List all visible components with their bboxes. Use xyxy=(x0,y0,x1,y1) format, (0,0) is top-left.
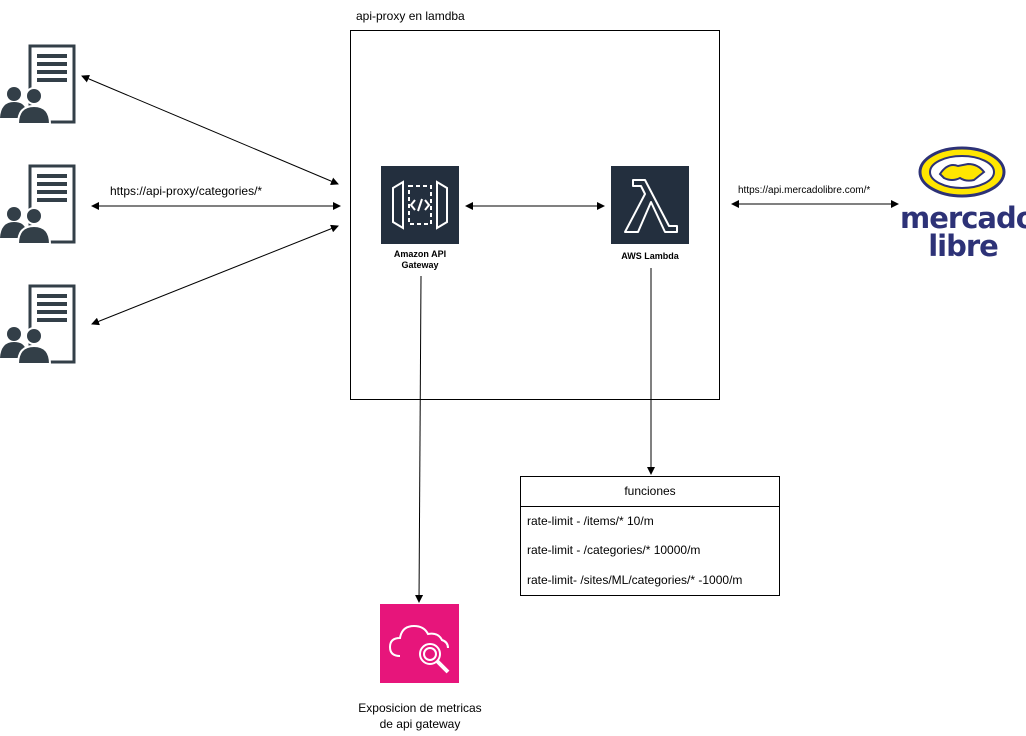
edge-client-3-gateway xyxy=(91,224,339,326)
lambda-label: AWS Lambda xyxy=(621,251,679,261)
metrics-label: Exposicion de metricas de api gateway xyxy=(340,700,500,732)
edge-gateway-metrics xyxy=(415,275,424,603)
mercadolibre-line1: mercado xyxy=(900,201,1026,235)
api-gateway-icon xyxy=(392,180,448,230)
api-gateway-label-line1: Amazon API xyxy=(393,249,447,259)
container-title: api-proxy en lamdba xyxy=(356,9,465,23)
api-gateway-label: Amazon API Gateway xyxy=(370,249,470,271)
functions-title: funciones xyxy=(521,477,779,507)
handshake-icon xyxy=(918,146,1006,198)
client-3 xyxy=(0,284,78,365)
mercadolibre-logo: mercado libre xyxy=(900,146,1026,264)
cloud-search-icon xyxy=(388,624,450,674)
api-gateway-node xyxy=(381,166,459,244)
lambda-icon xyxy=(624,179,678,233)
client-1 xyxy=(0,44,78,125)
mercadolibre-edge-label: https://api.mercadolibre.com/* xyxy=(738,185,871,196)
lambda-container xyxy=(350,30,720,400)
client-2 xyxy=(0,164,78,245)
mercadolibre-line2: libre xyxy=(928,229,999,263)
mercadolibre-wordmark: mercado libre xyxy=(900,201,1026,263)
function-item: rate-limit - /categories/* 10000/m xyxy=(527,543,701,557)
user-document-icon xyxy=(0,284,76,365)
client-edge-label: https://api-proxy/categories/* xyxy=(110,184,263,198)
user-document-icon xyxy=(0,44,76,125)
user-document-icon xyxy=(0,164,76,245)
metrics-label-line1: Exposicion de metricas xyxy=(358,701,482,715)
api-gateway-label-line2: Gateway xyxy=(401,260,439,270)
metrics-node xyxy=(380,604,459,683)
metrics-label-line2: de api gateway xyxy=(379,717,461,731)
edge-client-1-gateway xyxy=(81,75,339,185)
function-item: rate-limit - /items/* 10/m xyxy=(527,514,654,528)
function-item: rate-limit- /sites/ML/categories/* -1000… xyxy=(527,573,743,587)
lambda-node xyxy=(611,166,689,244)
functions-box: funciones rate-limit - /items/* 10/m rat… xyxy=(520,476,780,596)
